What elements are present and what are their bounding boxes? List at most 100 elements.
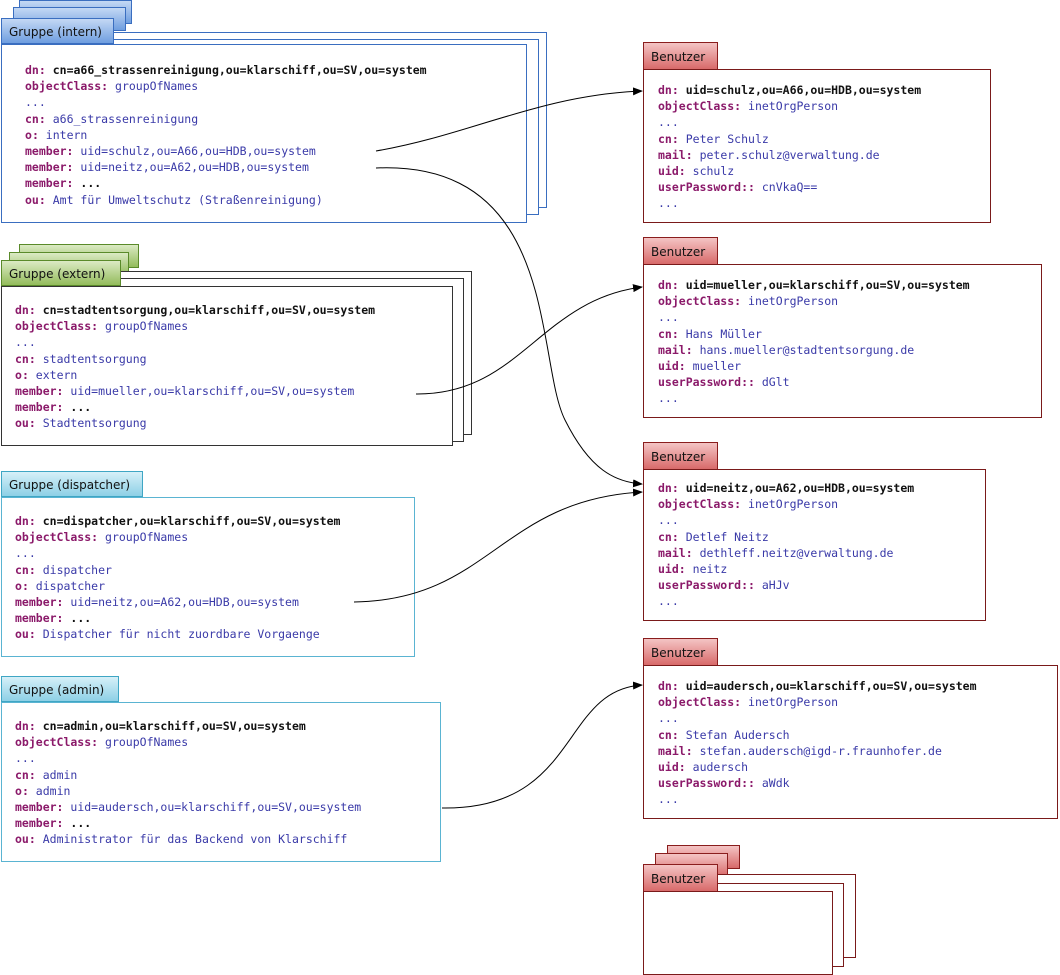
attribute-row: dn: cn=dispatcher,ou=klarschiff,ou=SV,ou… — [15, 513, 340, 529]
attribute-key: objectClass — [658, 497, 735, 512]
attribute-row: dn: uid=schulz,ou=A66,ou=HDB,ou=system — [658, 82, 921, 98]
attribute-separator: : — [671, 326, 686, 341]
attribute-row: ... — [658, 114, 921, 130]
group-intern-tab: Gruppe (intern) — [1, 18, 114, 44]
attribute-row: ou: Administrator für das Backend von Kl… — [15, 831, 361, 847]
attribute-row: o: admin — [15, 783, 361, 799]
attribute-row: cn: Peter Schulz — [658, 131, 921, 147]
attribute-value: intern — [45, 127, 88, 142]
attribute-key: objectClass — [15, 530, 92, 545]
attribute-value: Dispatcher für nicht zuordbare Vorgaenge — [42, 627, 320, 642]
user-mueller-entry: dn: uid=mueller,ou=klarschiff,ou=SV,ou=s… — [658, 277, 970, 407]
group-extern-entry: dn: cn=stadtentsorgung,ou=klarschiff,ou=… — [15, 302, 375, 432]
attribute-row: member: uid=neitz,ou=A62,ou=HDB,ou=syste… — [25, 159, 427, 175]
attribute-row: member: uid=neitz,ou=A62,ou=HDB,ou=syste… — [15, 594, 340, 610]
attribute-separator: : — [56, 383, 71, 398]
attribute-key: member — [15, 594, 57, 609]
attribute-separator: : — [56, 400, 71, 415]
attribute-row: objectClass: groupOfNames — [25, 78, 427, 94]
attribute-separator: : — [748, 776, 762, 791]
attribute-separator: : — [38, 192, 53, 207]
attribute-separator: : — [38, 111, 53, 126]
attribute-separator: : — [671, 727, 686, 742]
attribute-row: ... — [658, 309, 970, 325]
attribute-row: ... — [658, 710, 977, 726]
attribute-row: ... — [15, 334, 375, 350]
attribute-value: dispatcher — [42, 562, 112, 577]
group-intern-card — [1, 44, 527, 223]
ellipsis: ... — [658, 792, 679, 807]
attribute-row: objectClass: groupOfNames — [15, 734, 361, 750]
attribute-row: member: ... — [15, 610, 340, 626]
attribute-value: uid=schulz,ou=A66,ou=HDB,ou=system — [80, 143, 316, 158]
user-audersch-entry: dn: uid=audersch,ou=klarschiff,ou=SV,ou=… — [658, 678, 977, 808]
attribute-row: mail: dethleff.neitz@verwaltung.de — [658, 545, 914, 561]
attribute-separator: : — [678, 163, 693, 178]
attribute-separator: : — [671, 278, 686, 292]
ellipsis: ... — [15, 751, 36, 766]
attribute-key: objectClass — [658, 695, 735, 710]
attribute-separator: : — [56, 594, 71, 609]
attribute-separator: : — [671, 529, 686, 544]
attribute-key: cn — [15, 351, 29, 366]
attribute-separator: : — [91, 735, 106, 750]
attribute-value: uid=mueller,ou=klarschiff,ou=SV,ou=syste… — [70, 383, 355, 398]
attribute-value: ... — [80, 176, 102, 191]
dn-value: uid=neitz,ou=A62,ou=HDB,ou=system — [685, 481, 915, 495]
ellipsis: ... — [658, 196, 679, 211]
user-neitz-card — [643, 469, 986, 621]
attribute-key: cn — [15, 562, 29, 577]
attribute-separator: : — [21, 783, 36, 798]
attribute-row: objectClass: inetOrgPerson — [658, 98, 921, 114]
attribute-row: o: intern — [25, 127, 427, 143]
attribute-key: dn — [658, 83, 672, 97]
attribute-key: o — [15, 578, 22, 593]
attribute-value: inetOrgPerson — [748, 99, 839, 114]
attribute-key: objectClass — [658, 294, 735, 309]
attribute-separator: : — [734, 294, 749, 309]
attribute-value: extern — [35, 367, 78, 382]
attribute-row: ... — [15, 750, 361, 766]
attribute-value: Amt für Umweltschutz (Straßenreinigung) — [52, 192, 323, 207]
attribute-row: ... — [658, 390, 970, 406]
attribute-value: ... — [70, 400, 92, 415]
user-schulz-card — [643, 69, 991, 223]
attribute-row: uid: mueller — [658, 358, 970, 374]
attribute-value: stadtentsorgung — [42, 351, 147, 366]
attribute-key: ou — [25, 192, 39, 207]
attribute-row: dn: uid=audersch,ou=klarschiff,ou=SV,ou=… — [658, 678, 977, 694]
attribute-value: stefan.audersch@igd-r.fraunhofer.de — [699, 743, 942, 758]
attribute-row: ... — [658, 512, 914, 528]
dn-value: uid=schulz,ou=A66,ou=HDB,ou=system — [685, 83, 922, 97]
attribute-key: member — [15, 611, 57, 626]
attribute-row: cn: Hans Müller — [658, 326, 970, 342]
attribute-key: uid — [658, 163, 679, 178]
attribute-key: cn — [658, 529, 672, 544]
attribute-row: cn: Detlef Neitz — [658, 529, 914, 545]
ellipsis: ... — [15, 335, 36, 350]
attribute-separator: : — [671, 481, 686, 495]
attribute-value: audersch — [692, 759, 749, 774]
attribute-row: objectClass: groupOfNames — [15, 529, 340, 545]
attribute-separator: : — [678, 358, 693, 373]
user-neitz-tab: Benutzer — [643, 442, 718, 470]
attribute-value: dispatcher — [35, 578, 106, 593]
dn-value: cn=admin,ou=klarschiff,ou=SV,ou=system — [42, 719, 306, 733]
attribute-value: cnVkaQ== — [761, 180, 818, 195]
user-mueller-card — [643, 264, 1042, 418]
attribute-key: objectClass — [15, 735, 92, 750]
attribute-value: admin — [35, 783, 71, 798]
attribute-row: ... — [25, 94, 427, 110]
attribute-key: dn — [15, 719, 29, 733]
attribute-key: userPassword: — [658, 180, 749, 195]
attribute-key: dn — [658, 278, 672, 292]
attribute-key: userPassword: — [658, 776, 749, 791]
attribute-value: ... — [70, 611, 92, 626]
dn-value: cn=stadtentsorgung,ou=klarschiff,ou=SV,o… — [42, 303, 376, 317]
attribute-row: ... — [15, 545, 340, 561]
arrow-extern-mueller — [415, 284, 643, 395]
attribute-key: member — [25, 176, 67, 191]
attribute-key: cn — [658, 131, 672, 146]
